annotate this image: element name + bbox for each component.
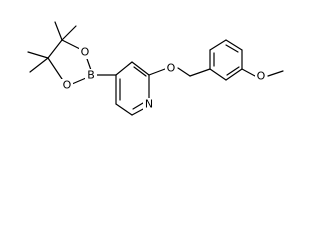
bond-c-o-bottom <box>47 57 65 83</box>
boron-label: B <box>87 69 95 82</box>
ether-oxygen-atom: O <box>165 62 177 75</box>
bond-o-top-c <box>61 39 81 50</box>
ring-oxygen-bottom-label: O <box>63 79 72 92</box>
bond-ph-c4-c5-double <box>225 44 239 53</box>
bond-methyl-2 <box>61 25 77 41</box>
molecule-diagram: B O O N O O <box>27 21 284 116</box>
bond-ph-c5-c6 <box>209 39 227 51</box>
bond-ph-c1-c2 <box>209 68 227 81</box>
bond-pyr-c4-c3 <box>115 61 133 76</box>
bond-ph-c2-c3-double <box>226 66 240 76</box>
bond-pyr-n-c6 <box>131 107 146 116</box>
pyridine-nitrogen-atom: N <box>143 98 155 111</box>
methoxy-oxygen-label: O <box>257 70 266 83</box>
bond-methoxy-o-ch3 <box>267 70 284 77</box>
bond-methyl-4 <box>29 57 49 73</box>
bond-pyr-c3-c2 <box>131 61 150 76</box>
bond-pyr-n-c6-double <box>132 102 144 110</box>
boron-atom: B <box>85 69 97 82</box>
atom-labels: B O O N O O <box>61 46 267 111</box>
bond-c-c-pinacol <box>47 39 63 59</box>
bond-pyr-c3-c2-double <box>133 66 147 77</box>
bond-ph-c4-c5 <box>225 39 243 51</box>
bond-ch2-phenyl <box>189 68 211 77</box>
bond-methyl-3 <box>27 51 49 59</box>
ring-oxygen-top-atom: O <box>79 46 91 59</box>
methoxy-oxygen-atom: O <box>255 70 267 83</box>
ring-oxygen-top-label: O <box>81 46 90 59</box>
bond-c2-ether-o <box>148 68 166 76</box>
bond-methyl-1 <box>54 21 63 41</box>
ring-oxygen-bottom-atom: O <box>61 79 73 92</box>
pyridine-nitrogen-label: N <box>145 98 153 111</box>
ether-oxygen-label: O <box>167 62 176 75</box>
bond-o-bottom-b <box>71 77 87 85</box>
bond-ph-methoxy-o <box>241 68 256 77</box>
bond-ph-c2-c3 <box>225 68 243 81</box>
bonds <box>27 21 284 116</box>
bond-pyr-c6-c5 <box>115 103 133 116</box>
bond-ether-o-ch2 <box>177 67 191 77</box>
